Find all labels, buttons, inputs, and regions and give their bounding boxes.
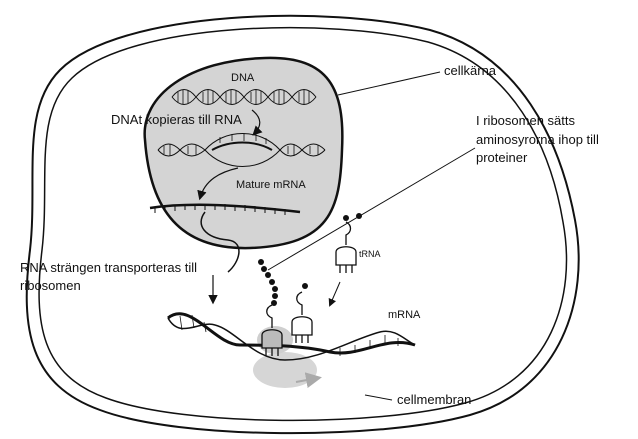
mrna-exit-strand bbox=[200, 211, 240, 273]
trna-free bbox=[335, 221, 357, 273]
label-mrna: mRNA bbox=[388, 309, 421, 321]
label-mature-mrna: Mature mRNA bbox=[236, 179, 306, 191]
label-rna-transport-line-1: RNA strängen transporteras till bbox=[20, 260, 197, 275]
label-dna-copied: DNAt kopieras till RNA bbox=[111, 112, 242, 127]
nucleus bbox=[143, 56, 344, 250]
label-dna: DNA bbox=[231, 72, 255, 84]
trna-move-arrow bbox=[328, 281, 341, 307]
to-mature-mrna-arrow bbox=[197, 167, 239, 201]
label-cellkarna: cellkärna bbox=[444, 63, 497, 78]
label-trna: tRNA bbox=[359, 249, 381, 259]
dna-helix bbox=[171, 89, 317, 105]
label-ribosome-line-3: proteiner bbox=[476, 150, 528, 165]
mature-mrna-strand bbox=[149, 203, 301, 215]
label-ribosome-line-2: aminosyrorna ihop till bbox=[476, 132, 599, 147]
cell-membrane-inner bbox=[38, 26, 568, 422]
leader-lines bbox=[267, 71, 476, 401]
transcription-helix bbox=[157, 133, 326, 167]
label-ribosome-line-1: I ribosomen sätts bbox=[476, 113, 575, 128]
trna-attached-1 bbox=[261, 304, 283, 356]
dna-to-rna-arrow bbox=[251, 109, 263, 136]
label-rna-transport-line-2: ribosomen bbox=[20, 278, 81, 293]
trna-attached-2 bbox=[291, 291, 313, 343]
cell-membrane-outer bbox=[25, 14, 580, 435]
label-cellmembran: cellmembran bbox=[397, 392, 471, 407]
